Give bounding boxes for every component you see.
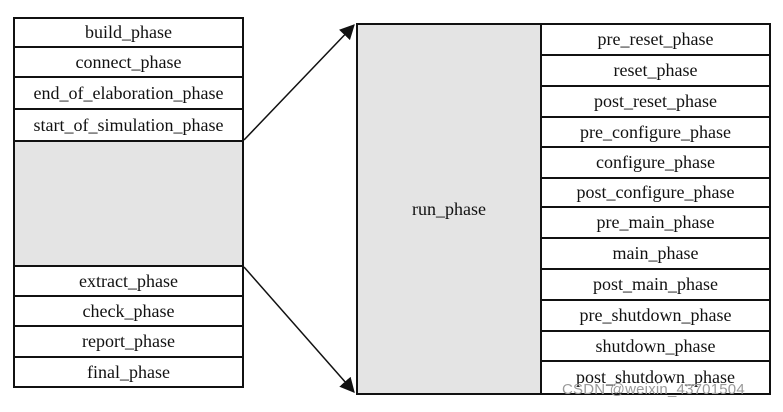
sub-phase-post-reset: post_reset_phase	[540, 85, 771, 118]
arrow-to-run-phase-bottom	[243, 266, 355, 393]
phase-report: report_phase	[13, 325, 244, 358]
sub-phase-pre-reset: pre_reset_phase	[540, 23, 771, 56]
watermark-text: CSDN @weixin_43701504	[562, 381, 745, 398]
run-phase-label: run_phase	[412, 198, 486, 219]
run-phase-box: run_phase	[356, 23, 542, 395]
phase-check: check_phase	[13, 295, 244, 327]
phase-final: final_phase	[13, 356, 244, 388]
arrow-to-run-phase-top	[243, 24, 355, 141]
sub-phase-post-shutdown: post_shutdown_phase	[540, 360, 771, 395]
sub-phase-post-main: post_main_phase	[540, 268, 771, 301]
sub-phase-pre-configure: pre_configure_phase	[540, 116, 771, 148]
phase-end-of-elaboration: end_of_elaboration_phase	[13, 76, 244, 110]
sub-phase-configure: configure_phase	[540, 146, 771, 179]
runtime-placeholder-box	[13, 140, 244, 267]
sub-phase-pre-shutdown: pre_shutdown_phase	[540, 299, 771, 332]
sub-phase-shutdown: shutdown_phase	[540, 330, 771, 362]
phase-build: build_phase	[13, 17, 244, 48]
